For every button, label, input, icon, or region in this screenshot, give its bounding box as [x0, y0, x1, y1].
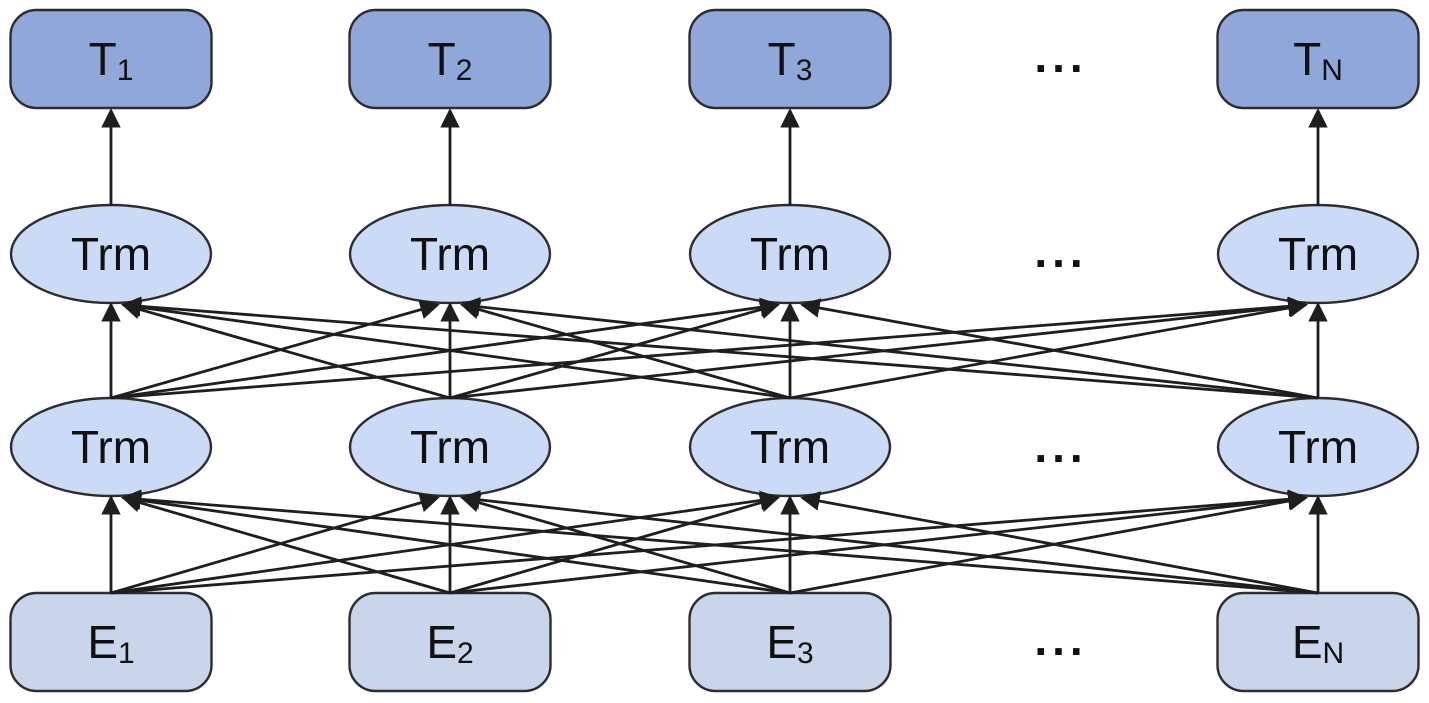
embedding-label-N: EN [1292, 616, 1344, 670]
edge-e-trm1-3-to-2 [460, 493, 791, 595]
output-token-box-N [1216, 8, 1420, 110]
edge-trm1-trm2-2-to-1 [121, 300, 451, 400]
output-token-label-1-base: T [89, 33, 117, 85]
edge-trm1-trm2-3-to-1 [121, 297, 791, 400]
embedding-label-N-subscript: N [1323, 637, 1345, 670]
output-token-label-N-base: T [1293, 33, 1321, 85]
trm-layer1-label-1: Trm [71, 421, 151, 473]
output-token-label-3: T3 [768, 33, 813, 87]
edge-e-trm1-3-to-1 [121, 490, 791, 595]
output-token-label-2-subscript: 2 [456, 54, 473, 87]
ellipsis-row-3: ... [1034, 420, 1087, 472]
output-token-label-3-subscript: 3 [796, 54, 813, 87]
edge-trm1-trm2-N-to-1 [121, 296, 1319, 400]
edge-e-trm1-3-to-N [789, 491, 1308, 595]
edge-trm1-trm2-1-to-3 [110, 297, 780, 400]
edge-e-trm1-N-to-3 [800, 491, 1319, 595]
output-token-box-2 [348, 8, 552, 110]
edge-trm1-trm2-3-to-N [789, 298, 1308, 400]
edge-e-trm1-2-to-N [449, 490, 1308, 595]
embedding-label-1: E1 [87, 616, 134, 670]
output-token-box-1 [9, 8, 213, 110]
output-token-label-1: T1 [89, 33, 134, 87]
trm-layer2-label-2: Trm [410, 228, 490, 280]
edge-trm1-trm2-N-to-3 [800, 298, 1319, 400]
embedding-label-3-subscript: 3 [797, 637, 814, 670]
ellipsis-row-4: ... [1034, 613, 1087, 665]
edge-trm1-trm2-3-to-2 [460, 300, 791, 400]
output-token-label-2-base: T [428, 33, 456, 85]
edge-trm1-trm2-2-to-3 [449, 300, 780, 400]
trm-layer2-label-3: Trm [750, 228, 830, 280]
trm-layer1-label-N: Trm [1278, 421, 1358, 473]
edge-e-trm1-N-to-1 [121, 489, 1319, 595]
ellipsis-row-2: ... [1034, 225, 1087, 277]
edge-e-trm1-2-to-1 [121, 493, 451, 595]
output-token-box-3 [688, 8, 892, 110]
edge-e-trm1-1-to-3 [110, 490, 780, 595]
ellipsis-row-1: ... [1034, 30, 1087, 82]
output-token-label-N: TN [1293, 33, 1343, 87]
edge-layer [101, 108, 1328, 595]
edge-trm1-trm2-N-to-2 [460, 297, 1319, 400]
embedding-label-1-base: E [87, 616, 118, 668]
edge-e-trm1-N-to-2 [460, 490, 1319, 595]
embedding-label-N-base: E [1292, 616, 1323, 668]
trm-layer1-label-2: Trm [410, 421, 490, 473]
edge-e-trm1-1-to-2 [110, 493, 440, 595]
edge-trm1-trm2-1-to-2 [110, 300, 440, 400]
embedding-label-2-subscript: 2 [457, 637, 474, 670]
embedding-label-2-base: E [426, 616, 457, 668]
output-token-label-1-subscript: 1 [117, 54, 134, 87]
edge-trm1-trm2-2-to-N [449, 297, 1308, 400]
embedding-label-3-base: E [766, 616, 797, 668]
edge-e-trm1-2-to-3 [449, 493, 780, 595]
output-token-label-N-subscript: N [1321, 54, 1343, 87]
output-token-label-3-base: T [768, 33, 796, 85]
trm-layer1-label-3: Trm [750, 421, 830, 473]
output-token-label-2: T2 [428, 33, 473, 87]
trm-layer2-label-1: Trm [71, 228, 151, 280]
embedding-label-1-subscript: 1 [118, 637, 135, 670]
embedding-label-3: E3 [766, 616, 813, 670]
embedding-label-2: E2 [426, 616, 473, 670]
trm-layer2-label-N: Trm [1278, 228, 1358, 280]
